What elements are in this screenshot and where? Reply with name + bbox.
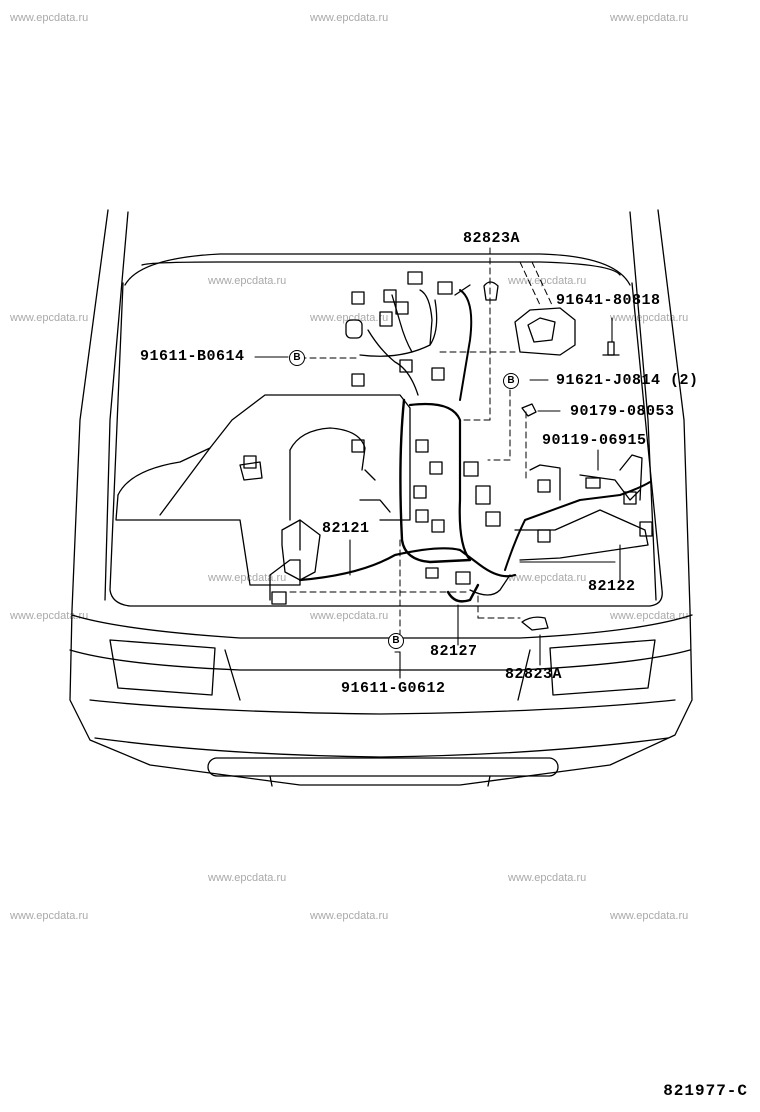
callout-82127: 82127: [430, 643, 478, 660]
watermark: www.epcdata.ru: [208, 572, 287, 584]
watermark: www.epcdata.ru: [610, 312, 689, 324]
callout-91611-b0614: 91611-B0614: [140, 348, 245, 365]
watermark: www.epcdata.ru: [610, 12, 689, 24]
callout-82121: 82121: [322, 520, 370, 537]
diagram-code: 821977-C: [663, 1082, 748, 1100]
b-marker: B: [388, 633, 404, 649]
b-marker: B: [503, 373, 519, 389]
callout-82823a-bottom: 82823A: [505, 666, 563, 683]
watermark: www.epcdata.ru: [508, 572, 587, 584]
callout-82122: 82122: [588, 578, 636, 595]
watermark: www.epcdata.ru: [10, 312, 89, 324]
watermark: www.epcdata.ru: [310, 12, 389, 24]
callout-91641-80818: 91641-80818: [556, 292, 661, 309]
watermark: www.epcdata.ru: [310, 312, 389, 324]
watermark: www.epcdata.ru: [508, 872, 587, 884]
callout-91621-j0814: 91621-J0814 (2): [556, 372, 699, 389]
watermark: www.epcdata.ru: [508, 275, 587, 287]
callout-91611-g0612: 91611-G0612: [341, 680, 446, 697]
watermark: www.epcdata.ru: [10, 610, 89, 622]
callout-90179-08053: 90179-08053: [570, 403, 675, 420]
watermark: www.epcdata.ru: [610, 910, 689, 922]
watermark: www.epcdata.ru: [610, 610, 689, 622]
callout-82823a-top: 82823A: [463, 230, 521, 247]
callout-90119-06915: 90119-06915: [542, 432, 647, 449]
watermark: www.epcdata.ru: [10, 12, 89, 24]
watermark: www.epcdata.ru: [208, 872, 287, 884]
watermark: www.epcdata.ru: [208, 275, 287, 287]
b-marker: B: [289, 350, 305, 366]
watermark: www.epcdata.ru: [310, 910, 389, 922]
watermark: www.epcdata.ru: [310, 610, 389, 622]
watermark: www.epcdata.ru: [10, 910, 89, 922]
